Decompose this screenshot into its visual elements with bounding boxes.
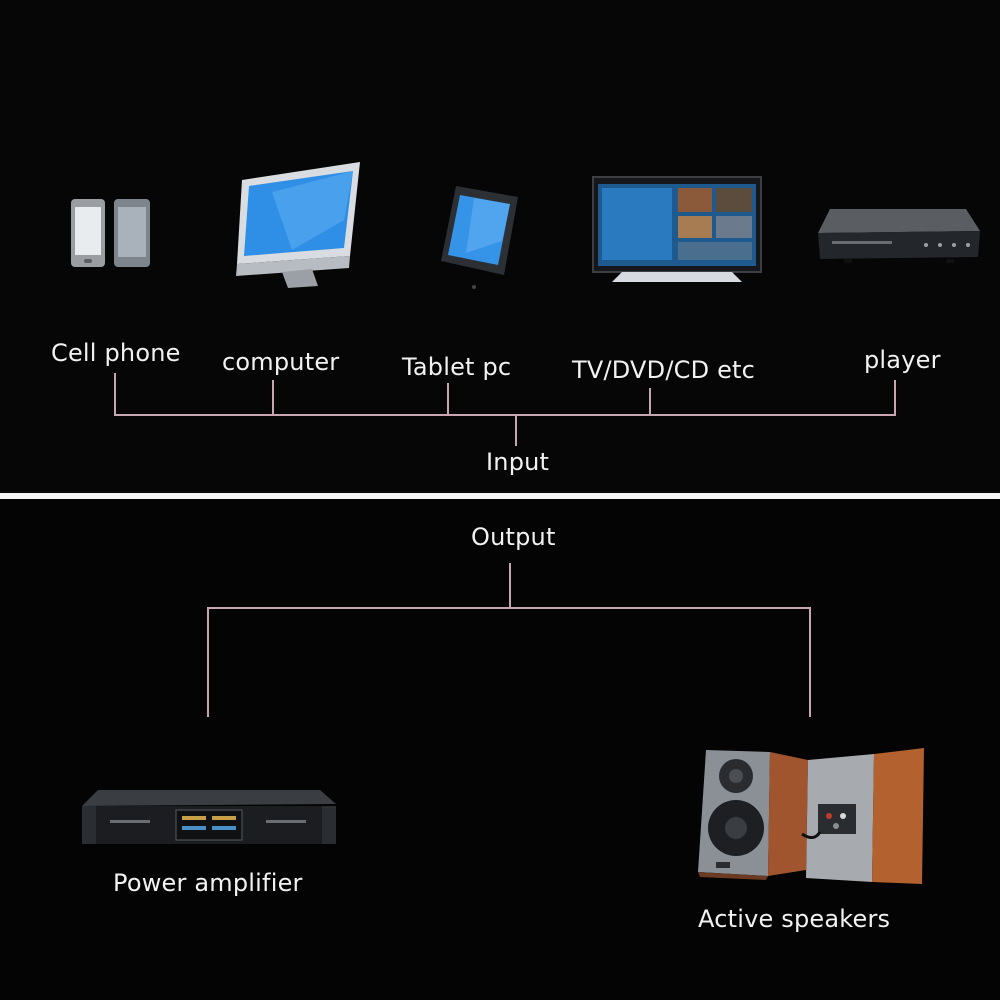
output-hub-label: Output (471, 523, 556, 551)
cell-phone-icon (71, 199, 150, 267)
input-hub-label: Input (486, 448, 550, 476)
section-divider (0, 493, 1000, 499)
tablet-label: Tablet pc (402, 353, 512, 381)
computer-monitor-icon (236, 162, 360, 288)
output-drop-speakers (809, 607, 811, 717)
output-section: Output Power amplifier (0, 499, 1000, 1000)
active-speakers-icon (698, 748, 924, 884)
output-bus-line (207, 607, 811, 609)
media-player-icon (818, 209, 980, 263)
input-section: Cell phone computer Tablet pc TV/DVD/CD … (0, 0, 1000, 493)
input-drop-computer (272, 380, 274, 415)
tablet-icon (441, 186, 518, 289)
cell-phone-label: Cell phone (51, 339, 181, 367)
speakers-label: Active speakers (698, 905, 891, 933)
input-drop-player (894, 380, 896, 415)
tv-icon (592, 176, 762, 282)
output-stem-line (509, 563, 511, 608)
input-drop-cell-phone (114, 373, 116, 415)
power-amplifier-icon (82, 790, 336, 844)
tv-label: TV/DVD/CD etc (572, 356, 756, 384)
computer-label: computer (222, 348, 340, 376)
player-label: player (864, 346, 941, 374)
input-drop-tablet (447, 383, 449, 415)
input-drop-tv (649, 388, 651, 415)
amplifier-label: Power amplifier (113, 869, 303, 897)
input-bus-line (114, 414, 896, 416)
output-drop-amplifier (207, 607, 209, 717)
input-stem-line (515, 416, 517, 446)
